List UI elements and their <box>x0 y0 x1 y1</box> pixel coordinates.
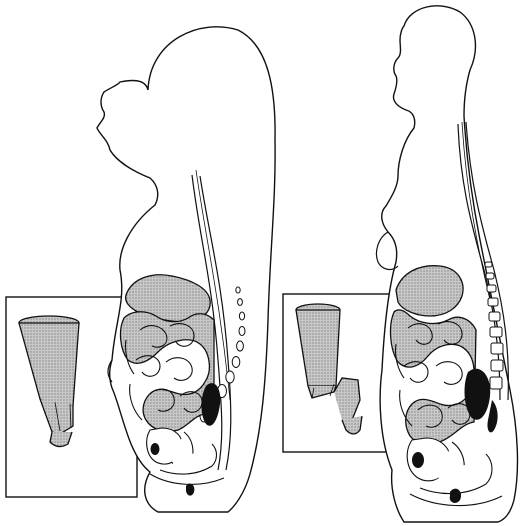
adult-body-outline <box>380 6 517 522</box>
child-figure <box>6 27 275 512</box>
adult-woman-figure <box>283 6 517 522</box>
